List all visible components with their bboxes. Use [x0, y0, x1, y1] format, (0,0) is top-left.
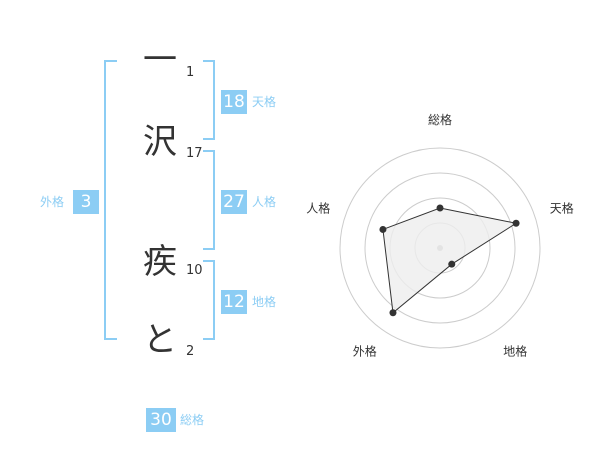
jinkaku-value-badge: 27: [221, 190, 247, 214]
soukaku-value-badge: 30: [146, 408, 176, 432]
radar-axis-label-5: 人格: [306, 200, 330, 215]
radar-axis-label-2: 天格: [550, 200, 574, 215]
radar-ring: [339, 147, 541, 349]
chikaku-value-badge: 12: [221, 290, 247, 314]
radar-point-1: [436, 204, 444, 212]
jinkaku-label: 人格: [252, 195, 277, 209]
radar-point-2: [512, 219, 520, 227]
radar-axis-label-1: 総格: [428, 112, 452, 127]
name-char-1: 一: [143, 40, 177, 80]
radar-polygon: [382, 207, 518, 314]
stroke-count-1: 1: [186, 65, 195, 80]
radar-point-4: [389, 309, 397, 317]
soukaku-label: 総格: [180, 413, 205, 427]
radar-axis-label-3: 地格: [503, 344, 527, 359]
tenkaku-label: 天格: [252, 95, 277, 109]
name-char-3: 疾: [143, 242, 177, 282]
name-char-2: 沢: [143, 122, 177, 162]
radar-point-3: [448, 260, 456, 268]
name-char-4: と: [143, 320, 177, 360]
gaikaku-value-badge: 3: [73, 190, 99, 214]
stroke-count-4: 2: [186, 344, 195, 359]
stroke-count-2: 17: [186, 146, 203, 161]
tenkaku-value-badge: 18: [221, 90, 247, 114]
radar-ring: [364, 172, 516, 324]
chikaku-label: 地格: [252, 295, 277, 309]
gaikaku-label: 外格: [40, 195, 65, 209]
radar-point-5: [379, 225, 387, 233]
radar-axis-label-4: 外格: [353, 344, 377, 359]
stroke-count-3: 10: [186, 263, 203, 278]
